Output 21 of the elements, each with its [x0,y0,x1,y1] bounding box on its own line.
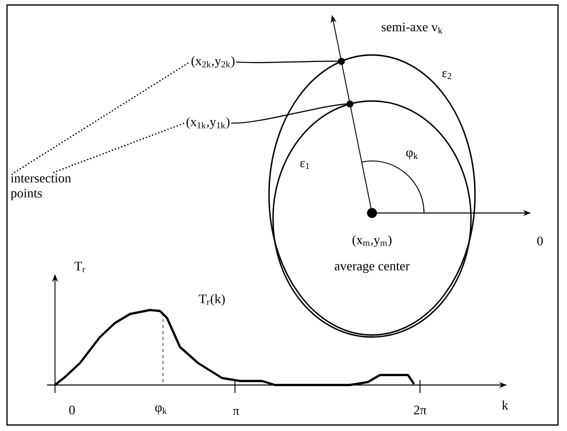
tick-label: 2π [414,406,426,414]
coordinate-label: intersection points [10,174,71,200]
axis-label: T$_{r}$ [74,262,86,272]
axis-label: 0 [537,236,543,246]
tick-label: 0 [69,406,75,414]
axis-label: semi-axe v$_{k}$ [382,22,442,34]
intersection-point [338,58,345,65]
intersection-point [346,100,354,108]
angle-label: φ$_{k}$ [406,150,418,160]
leader-line [52,122,185,174]
tick-label: π [232,408,240,416]
ellipse-label: ε$_{1}$ [300,161,310,169]
point-label: average center [334,262,410,274]
ellipse-label: ε$_{2}$ [442,70,452,79]
tick-label: φ$_{k}$ [155,406,167,414]
coordinate-label: (x$_{2k}$,y$_{2k}$) [192,56,234,68]
coordinate-label: (x$_{1k}$,y$_{1k}$) [186,117,230,129]
leader-line [14,61,190,174]
axis-label: k [502,400,508,410]
coordinate-label: (x$_{m}$,y$_{m}$) [352,235,392,247]
curve-label: T$_{r}$(k) [198,294,225,306]
